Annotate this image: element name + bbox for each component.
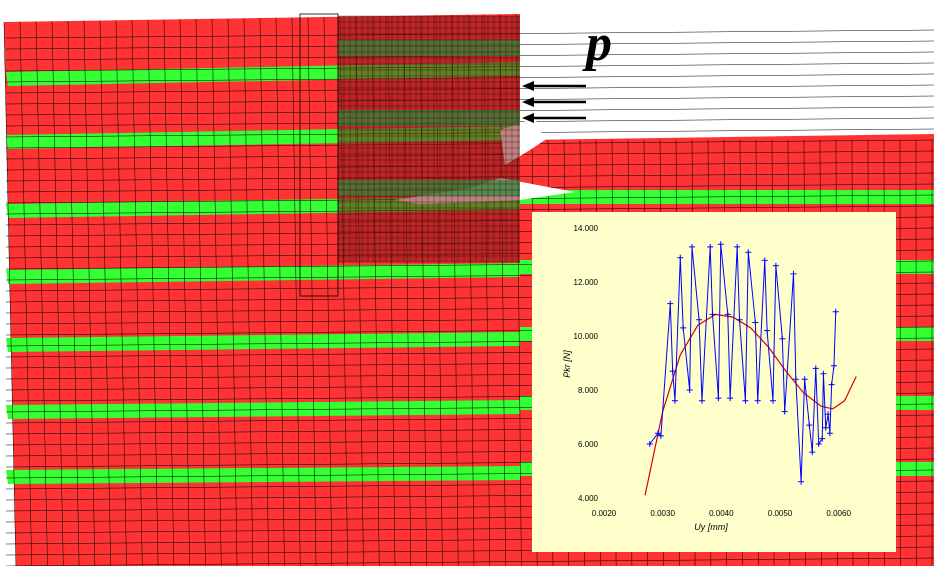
test-curve-line — [649, 244, 837, 482]
data-point — [745, 249, 752, 256]
data-point — [801, 376, 808, 383]
data-point — [828, 381, 835, 388]
data-point — [698, 397, 705, 404]
data-point — [790, 270, 797, 277]
data-point — [752, 319, 759, 326]
x-axis-label: Uy [mm] — [694, 522, 728, 532]
mesh-line — [131, 19, 143, 566]
mesh-line — [179, 19, 190, 566]
refined-delamination-zone — [299, 13, 520, 297]
y-tick-label: 4.000 — [578, 494, 599, 503]
mesh-line — [83, 20, 96, 566]
fiber-layer — [6, 332, 520, 352]
data-point — [646, 441, 653, 447]
data-point — [772, 262, 779, 269]
data-point — [825, 411, 832, 418]
data-point — [806, 422, 813, 429]
data-point — [830, 362, 837, 369]
data-point — [781, 408, 788, 415]
mesh-line — [3, 21, 17, 566]
data-point — [754, 397, 761, 404]
y-axis-label: Pkr [N] — [562, 350, 572, 378]
data-point — [820, 370, 827, 377]
data-point — [707, 243, 714, 250]
x-tick-label: 0.0060 — [826, 509, 851, 518]
data-point — [654, 430, 661, 437]
data-point — [792, 376, 799, 383]
mesh-line — [67, 20, 80, 566]
load-displacement-chart: 4.000 6.000 8.000 10.000 12.000 14.000 0.0020 0… — [532, 212, 896, 552]
mesh-line — [227, 18, 238, 566]
refined-fiber-layer — [338, 40, 520, 56]
x-tick-label: 0.0020 — [592, 509, 617, 518]
data-point — [727, 395, 734, 402]
x-tick-label: 0.0050 — [768, 509, 793, 518]
transition-zone — [299, 13, 339, 297]
mesh-line — [243, 18, 254, 566]
y-tick-label: 8.000 — [578, 386, 599, 395]
data-point — [696, 316, 703, 323]
refined-mesh-block — [338, 16, 520, 262]
mesh-line — [5, 557, 934, 566]
data-point — [769, 397, 776, 404]
data-point — [680, 324, 687, 331]
y-tick-label: 6.000 — [578, 440, 599, 449]
data-point — [736, 316, 743, 323]
mesh-line — [99, 20, 111, 566]
data-point — [812, 365, 819, 372]
load-label: p — [586, 15, 612, 72]
data-point — [717, 241, 724, 248]
data-point — [677, 254, 684, 261]
data-point — [819, 435, 826, 442]
mesh-line — [291, 17, 301, 566]
mesh-line — [115, 20, 127, 566]
chart-axes: 4.000 6.000 8.000 10.000 12.000 14.000 0.0020 0… — [574, 224, 852, 518]
data-point — [734, 243, 741, 250]
mesh-line — [19, 21, 32, 566]
test-curve — [646, 241, 839, 485]
data-point — [779, 335, 786, 342]
data-point — [709, 311, 716, 318]
data-point — [715, 395, 722, 402]
mesh-line — [195, 18, 206, 566]
data-point — [764, 327, 771, 334]
data-point — [686, 387, 693, 393]
mesh-line — [51, 21, 64, 566]
x-tick-label: 0.0040 — [709, 509, 734, 518]
y-tick-label: 10.000 — [574, 332, 599, 341]
mesh-line — [275, 17, 285, 566]
data-point — [761, 257, 768, 264]
load-arrows — [522, 81, 586, 123]
data-point — [667, 300, 674, 307]
mesh-line — [35, 21, 48, 566]
x-tick-label: 0.0030 — [650, 509, 675, 518]
mesh-line — [163, 19, 175, 566]
mesh-line — [307, 17, 317, 566]
data-point — [657, 432, 664, 439]
data-point — [826, 430, 833, 437]
refined-fiber-layer — [338, 180, 520, 196]
mesh-line — [211, 18, 222, 566]
chart-svg: 4.000 6.000 8.000 10.000 12.000 14.000 0.0020 0… — [562, 224, 857, 532]
arrow-head — [522, 113, 534, 123]
data-point — [832, 308, 839, 315]
data-point — [822, 424, 829, 431]
data-point — [669, 368, 676, 375]
arrow-head — [522, 81, 534, 91]
arrow-head — [522, 97, 534, 107]
fiber-layer — [6, 466, 520, 484]
data-point — [724, 311, 731, 318]
data-point — [815, 441, 822, 447]
data-point — [689, 243, 695, 250]
data-point — [742, 397, 749, 404]
data-point — [809, 449, 816, 456]
y-tick-label: 12.000 — [574, 278, 599, 287]
data-point — [798, 478, 805, 485]
y-tick-label: 14.000 — [574, 224, 599, 233]
mesh-line — [323, 17, 333, 566]
data-point — [671, 397, 678, 404]
mesh-line — [259, 17, 269, 566]
mesh-line — [147, 19, 159, 566]
fiber-layer — [6, 400, 520, 419]
